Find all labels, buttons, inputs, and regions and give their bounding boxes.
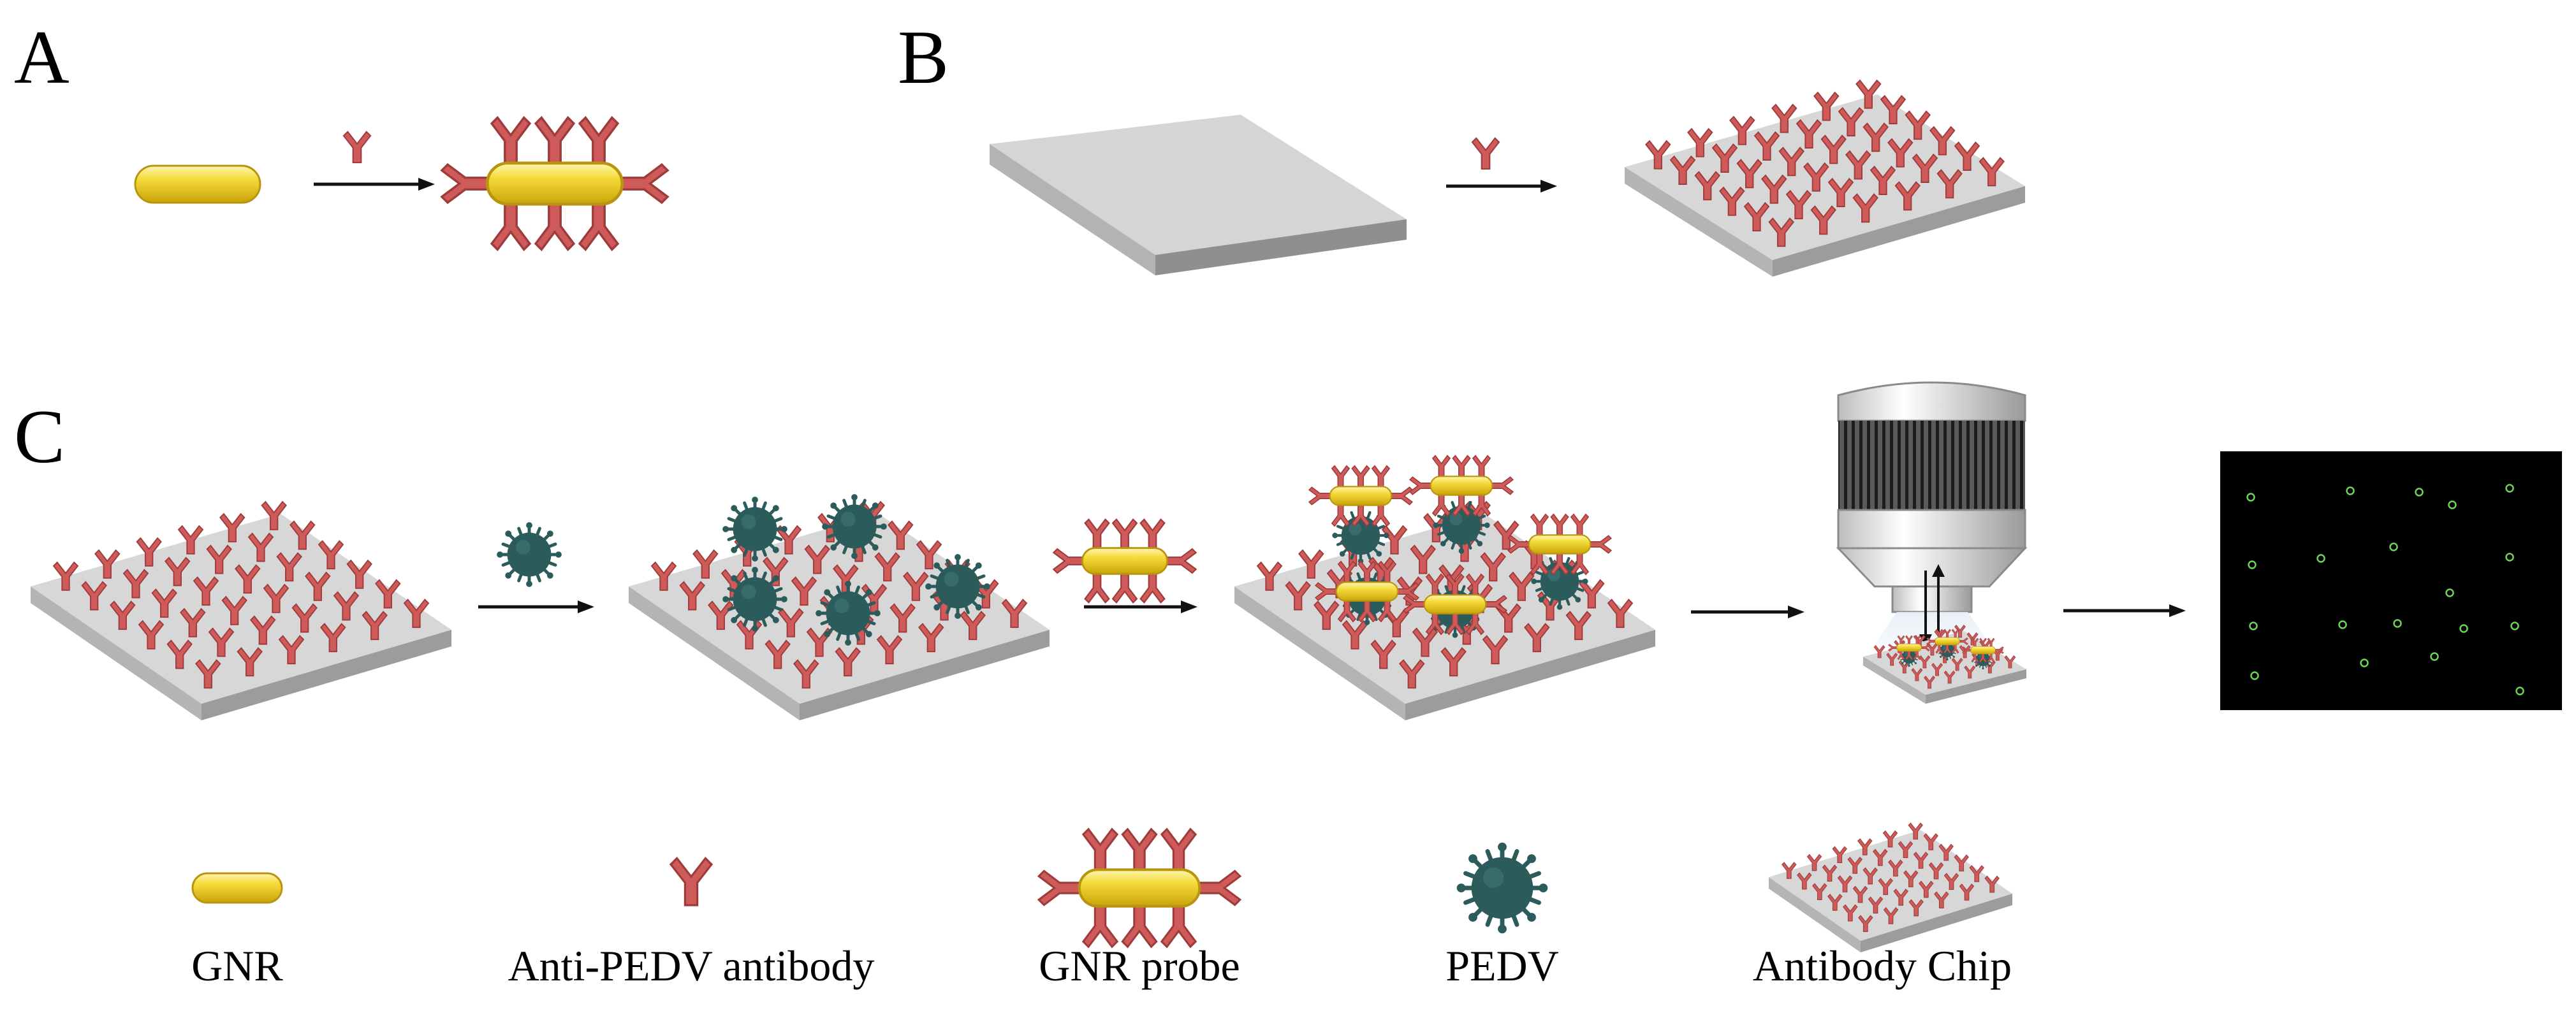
scattering-spot	[2338, 620, 2347, 629]
chip-with-probes	[1234, 456, 1655, 720]
gnr-probe	[442, 118, 668, 250]
legend-antibody-icon	[670, 857, 713, 906]
scattering-spot	[2346, 486, 2355, 495]
scattering-spot	[2505, 484, 2514, 493]
legend-probe-icon	[1039, 829, 1240, 947]
gnr-probe	[1053, 520, 1196, 603]
scattering-spot	[2246, 493, 2255, 502]
scattering-spot	[2316, 554, 2325, 563]
darkfield-image	[2220, 451, 2562, 710]
antibody-chip	[31, 501, 451, 720]
bound-gnr-probe	[1410, 456, 1513, 516]
scattering-spot	[2430, 652, 2439, 661]
legend-pedv-icon	[1457, 843, 1548, 934]
scattering-spot	[2249, 622, 2258, 630]
legend-probe-label: GNR probe	[1039, 942, 1240, 990]
legend-gnr-label: GNR	[191, 942, 283, 990]
scattering-spot	[2250, 671, 2259, 680]
bare-chip	[990, 115, 1407, 275]
chip-under-objective	[1863, 625, 2026, 704]
scattering-spot	[2393, 619, 2402, 628]
legend-gnr-icon	[191, 872, 283, 904]
panel-a	[134, 118, 668, 250]
antibody-icon	[342, 131, 372, 164]
arrow	[314, 178, 435, 191]
panel-label-c: C	[14, 394, 65, 479]
chip-with-virus	[629, 494, 1050, 720]
antibody-chip	[1625, 80, 2025, 277]
scattering-spot	[2510, 622, 2519, 630]
scattering-spot	[2445, 588, 2454, 597]
pedv-particle	[816, 581, 881, 646]
legend-chip-label: Antibody Chip	[1753, 942, 2012, 990]
gnr-rod	[134, 164, 261, 204]
panel-label-b: B	[898, 15, 949, 99]
arrow	[1691, 606, 1804, 618]
arrow	[1084, 600, 1197, 613]
legend: GNR Anti-PEDV antibody GNR probe PEDV An…	[191, 822, 2012, 990]
panel-c	[31, 381, 2562, 720]
scattering-spot	[2389, 542, 2398, 551]
pedv-particle	[722, 567, 787, 632]
legend-antibody-label: Anti-PEDV antibody	[508, 942, 875, 990]
microscope-objective	[1836, 381, 2028, 653]
scattering-spot	[2515, 687, 2524, 695]
scattering-spot	[2248, 560, 2257, 569]
scattering-spot	[2360, 658, 2369, 667]
antibody-icon	[1471, 137, 1500, 170]
scattering-spot	[2459, 624, 2468, 633]
panel-label-a: A	[14, 15, 70, 99]
arrow	[1446, 180, 1557, 193]
legend-chip-icon	[1769, 822, 2012, 952]
pedv-icon	[497, 522, 562, 587]
panel-b	[990, 80, 2025, 277]
scattering-spot	[2505, 553, 2514, 562]
pedv-particle	[925, 554, 990, 619]
arrow	[478, 600, 594, 613]
scattering-spot	[2415, 488, 2424, 497]
bound-gnr-probe	[1309, 466, 1412, 527]
arrow	[2063, 604, 2186, 617]
scattering-spot	[2448, 500, 2457, 509]
legend-pedv-label: PEDV	[1445, 942, 1559, 990]
pedv-particle	[722, 497, 787, 562]
pedv-particle	[822, 494, 887, 559]
